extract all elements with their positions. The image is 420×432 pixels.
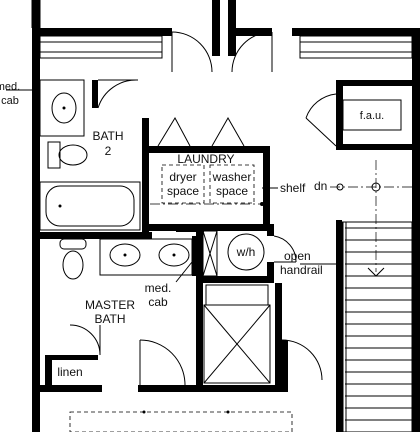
doors <box>69 31 337 386</box>
leaders <box>6 89 336 283</box>
fixtures <box>39 79 402 432</box>
washer-label-1: washer <box>212 170 252 184</box>
windows <box>31 0 413 59</box>
bath2-label-2: 2 <box>105 144 112 158</box>
master-bath-label-1: MASTER <box>85 298 135 312</box>
med-cab-label-top-1: med. <box>0 81 20 93</box>
staircase <box>330 160 413 432</box>
shelf-label: shelf <box>280 181 306 195</box>
bath2-label-1: BATH <box>92 129 123 143</box>
open-handrail-label-2: handrail <box>280 263 323 277</box>
wh-label: w/h <box>236 245 256 259</box>
walls <box>32 0 420 432</box>
dn-label: dn <box>314 179 327 193</box>
fau-label: f.a.u. <box>360 110 384 122</box>
master-bath-label-2: BATH <box>94 312 125 326</box>
linen-label: linen <box>57 365 82 379</box>
labels: med. cab BATH 2 LAUNDRY dryer space wash… <box>0 81 384 379</box>
med-cab-label-top-2: cab <box>1 95 19 107</box>
laundry-label: LAUNDRY <box>177 152 234 166</box>
dryer-label-1: dryer <box>169 170 196 184</box>
open-handrail-label-1: open <box>284 249 311 263</box>
med-cab-label-mid-1: med. <box>145 281 172 295</box>
med-cab-label-mid-2: cab <box>148 295 168 309</box>
washer-label-2: space <box>216 184 248 198</box>
dryer-label-2: space <box>167 184 199 198</box>
